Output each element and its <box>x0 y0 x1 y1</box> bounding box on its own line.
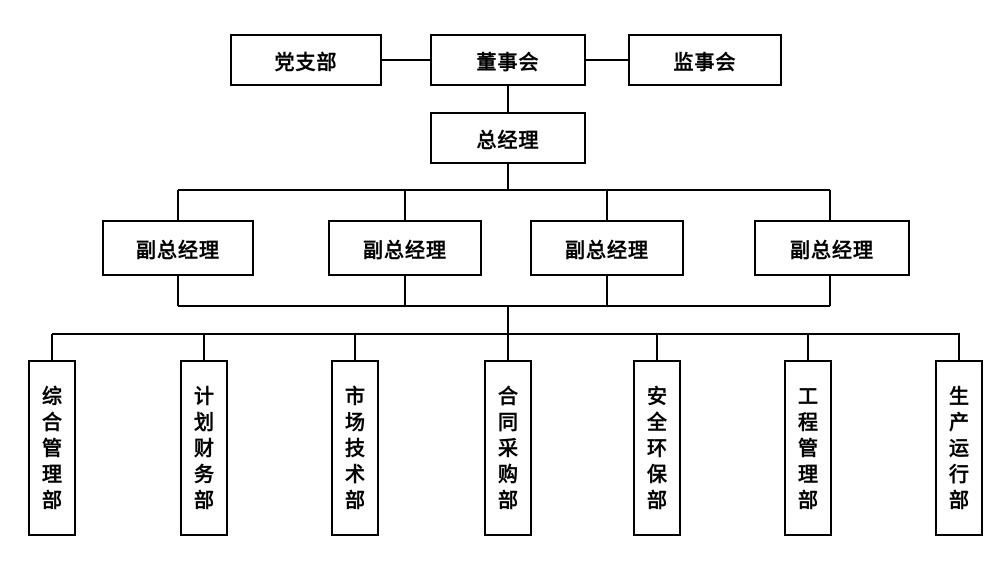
department-box: 工程管理部 <box>784 360 832 536</box>
connector-deputy-1-up <box>177 190 179 222</box>
connector-deputy-1-down <box>177 276 179 306</box>
connector-board-gm <box>507 86 509 114</box>
deputy-manager-box: 副总经理 <box>754 220 910 276</box>
general-manager-box: 总经理 <box>430 112 586 164</box>
board-box: 董事会 <box>430 34 586 86</box>
department-box: 生产运行部 <box>935 360 983 536</box>
connector-deputy-bus-top <box>178 189 830 191</box>
department-label: 计划财务部 <box>194 384 214 512</box>
connector-deputy-2-down <box>404 276 406 306</box>
supervisory-board-label: 监事会 <box>673 49 737 74</box>
party-branch-label: 党支部 <box>274 49 338 74</box>
deputy-manager-label: 副总经理 <box>136 237 220 262</box>
connector-bus-to-departments <box>507 306 509 334</box>
department-label: 工程管理部 <box>798 384 818 512</box>
department-label: 安全环保部 <box>647 384 667 512</box>
connector-dept-1 <box>51 334 53 362</box>
connector-department-bus <box>52 333 960 335</box>
supervisory-board-box: 监事会 <box>628 34 782 86</box>
connector-dept-4 <box>507 334 509 362</box>
connector-dept-7 <box>958 334 960 362</box>
connector-dept-6 <box>807 334 809 362</box>
department-box: 合同采购部 <box>484 360 532 536</box>
connector-deputy-3-up <box>606 190 608 222</box>
connector-deputy-2-up <box>404 190 406 222</box>
department-box: 市场技术部 <box>331 360 379 536</box>
connector-dept-2 <box>203 334 205 362</box>
department-label: 合同采购部 <box>498 384 518 512</box>
deputy-manager-box: 副总经理 <box>530 220 684 276</box>
department-label: 生产运行部 <box>949 384 969 512</box>
department-label: 综合管理部 <box>42 384 62 512</box>
deputy-manager-box: 副总经理 <box>102 220 254 276</box>
department-label: 市场技术部 <box>345 384 365 512</box>
connector-deputy-4-up <box>829 190 831 222</box>
connector-deputy-4-down <box>829 276 831 306</box>
deputy-manager-label: 副总经理 <box>790 237 874 262</box>
connector-board-supervisory <box>584 59 630 61</box>
general-manager-label: 总经理 <box>476 127 540 152</box>
connector-dept-3 <box>354 334 356 362</box>
deputy-manager-box: 副总经理 <box>328 220 482 276</box>
deputy-manager-label: 副总经理 <box>363 237 447 262</box>
board-label: 董事会 <box>476 49 540 74</box>
party-branch-box: 党支部 <box>230 34 382 86</box>
connector-dept-5 <box>656 334 658 362</box>
connector-deputy-3-down <box>606 276 608 306</box>
department-box: 计划财务部 <box>180 360 228 536</box>
deputy-manager-label: 副总经理 <box>565 237 649 262</box>
connector-deputy-bus-bottom <box>178 305 830 307</box>
department-box: 安全环保部 <box>633 360 681 536</box>
department-box: 综合管理部 <box>28 360 76 536</box>
connector-party-board <box>380 59 432 61</box>
connector-gm-down <box>507 164 509 190</box>
